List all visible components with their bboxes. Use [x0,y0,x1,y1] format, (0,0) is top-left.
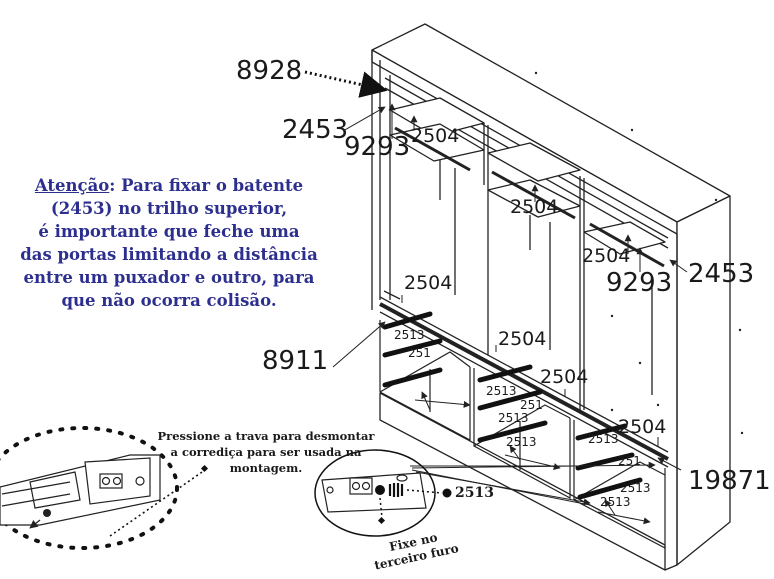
arrow-8928 [304,70,388,98]
press-line-2: a corrediça para ser usada na [170,445,362,459]
slide-label-2513-d: 2513 [506,435,537,449]
attention-line-5: entre um puxador e outro, para [23,268,315,287]
part-label-2504-drawer-left: 2504 [404,272,453,294]
attention-line-3: é importante que feche uma [38,222,300,241]
slide-label-251-c: 251 [618,454,641,468]
slide-screw-detail [314,449,591,537]
part-label-2513-detail: 2513 [455,485,494,501]
slide-label-2513-f: 2513 [620,481,651,495]
press-line-3: montagem. [229,461,303,475]
slide-label-2513-g: 2513 [600,495,631,509]
part-label-2453-right: 2453 [688,259,755,289]
wardrobe-body [371,23,731,571]
slide-lock-detail [0,426,209,550]
part-label-9293-left: 9293 [344,132,411,162]
attention-line-6: que não ocorra colisão. [61,291,277,310]
part-label-2504-top: 2504 [411,125,460,147]
slide-label-251-a: 251 [408,346,431,360]
attention-line-2: (2453) no trilho superior, [50,199,288,218]
attention-text-1: : Para fixar o batente [109,176,304,195]
drawer-slides [382,311,643,500]
attention-heading: Atenção [34,176,110,195]
part-label-19871: 19871 [688,466,771,496]
right-side-panel [676,195,731,566]
part-label-2504-mid: 2504 [510,196,559,218]
press-lock-instruction: Pressione a trava para desmontar a corre… [146,428,386,476]
slide-label-2513-b: 2513 [486,384,517,398]
reference-dots [534,71,744,435]
slide-label-2513-c: 2513 [498,411,529,425]
part-label-2453-left: 2453 [282,115,349,145]
part-label-2504-drawer-right: 2504 [618,416,667,438]
slide-label-2513-e: 2513 [588,432,619,446]
leader-lines [332,103,688,471]
part-label-8928: 8928 [236,56,303,86]
slide-label-251-b: 251 [520,398,543,412]
attention-line-1: Atenção: Para fixar o batente [6,174,332,197]
part-label-2504-drawer-center: 2504 [540,366,589,388]
slide-label-2513-a: 2513 [394,328,425,342]
attention-note: Atenção: Para fixar o batente (2453) no … [6,174,332,312]
part-label-2504-right-top: 2504 [582,245,631,267]
part-label-9293-right: 9293 [606,268,673,298]
part-label-2504-drawer-mid: 2504 [498,328,547,350]
attention-line-4: das portas limitando a distância [20,245,318,264]
press-line-1: Pressione a trava para desmontar [157,429,375,443]
part-label-8911: 8911 [262,346,329,376]
